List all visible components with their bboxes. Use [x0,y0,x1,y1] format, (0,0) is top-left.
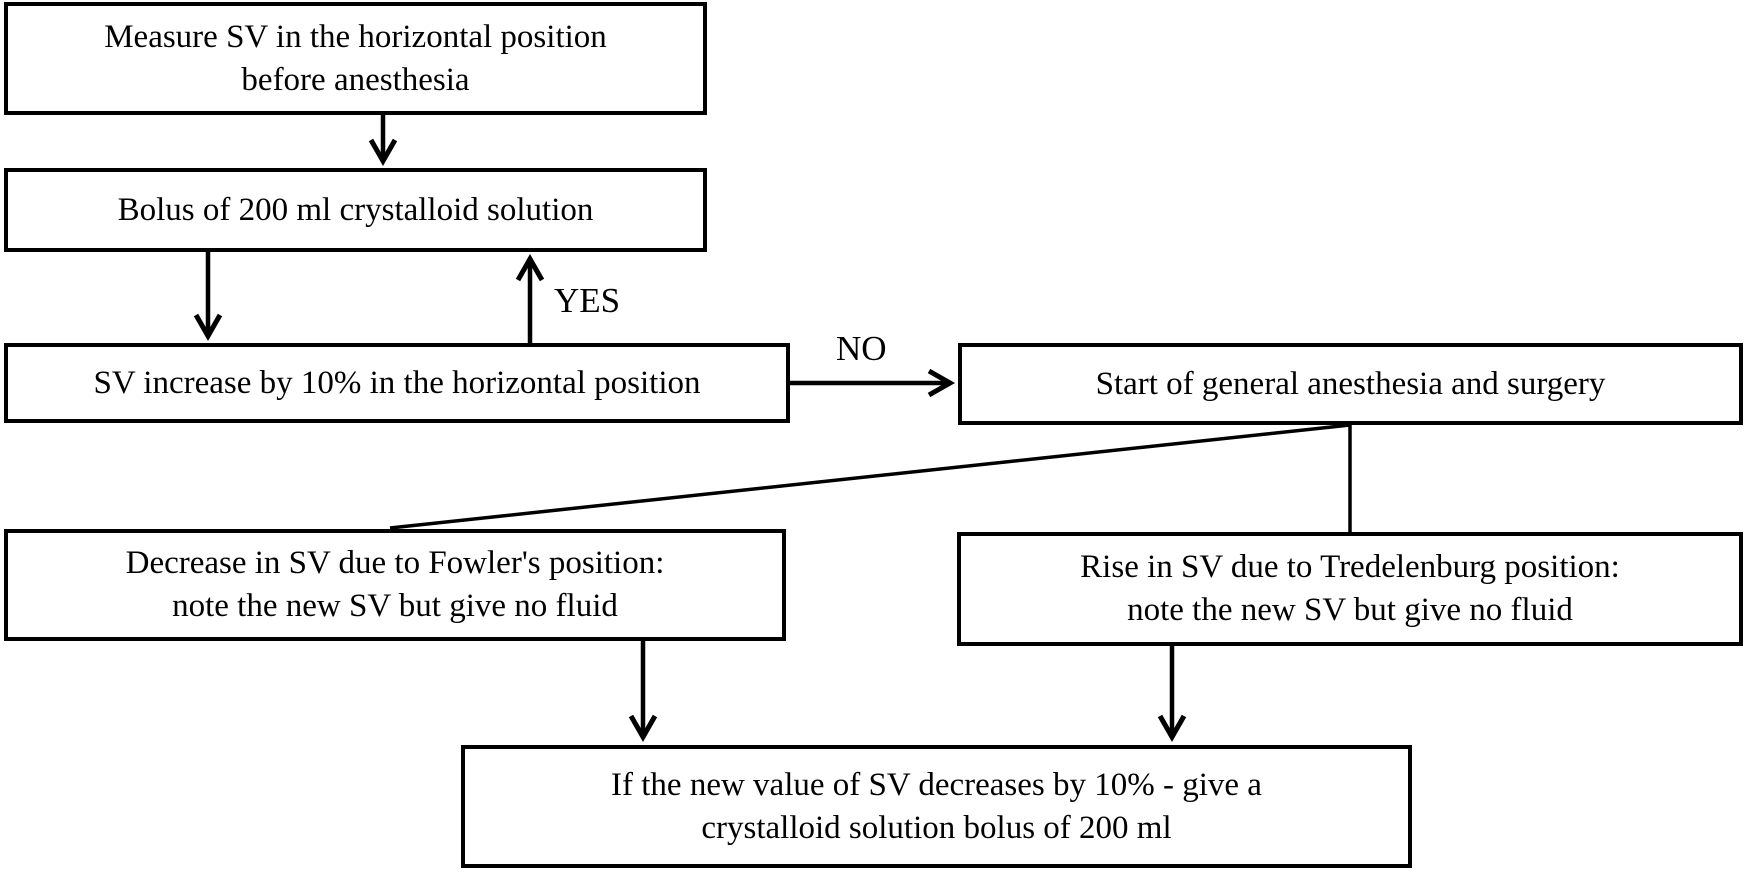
label-no: NO [836,329,887,368]
node-crystalloid-if-drop: If the new value of SV decreases by 10% … [461,745,1412,868]
node-bolus-200ml: Bolus of 200 ml crystalloid solution [4,168,707,252]
line-anesthesia-to-fowler [389,423,1351,530]
node-fowler-position: Decrease in SV due to Fowler's position:… [4,529,786,641]
node-measure-sv: Measure SV in the horizontal position be… [4,2,707,115]
node-trendelenburg-position: Rise in SV due to Tredelenburg position:… [957,532,1743,646]
node-start-anesthesia: Start of general anesthesia and surgery [958,343,1743,425]
node-sv-increase-check: SV increase by 10% in the horizontal pos… [4,343,790,423]
label-yes: YES [554,281,621,320]
